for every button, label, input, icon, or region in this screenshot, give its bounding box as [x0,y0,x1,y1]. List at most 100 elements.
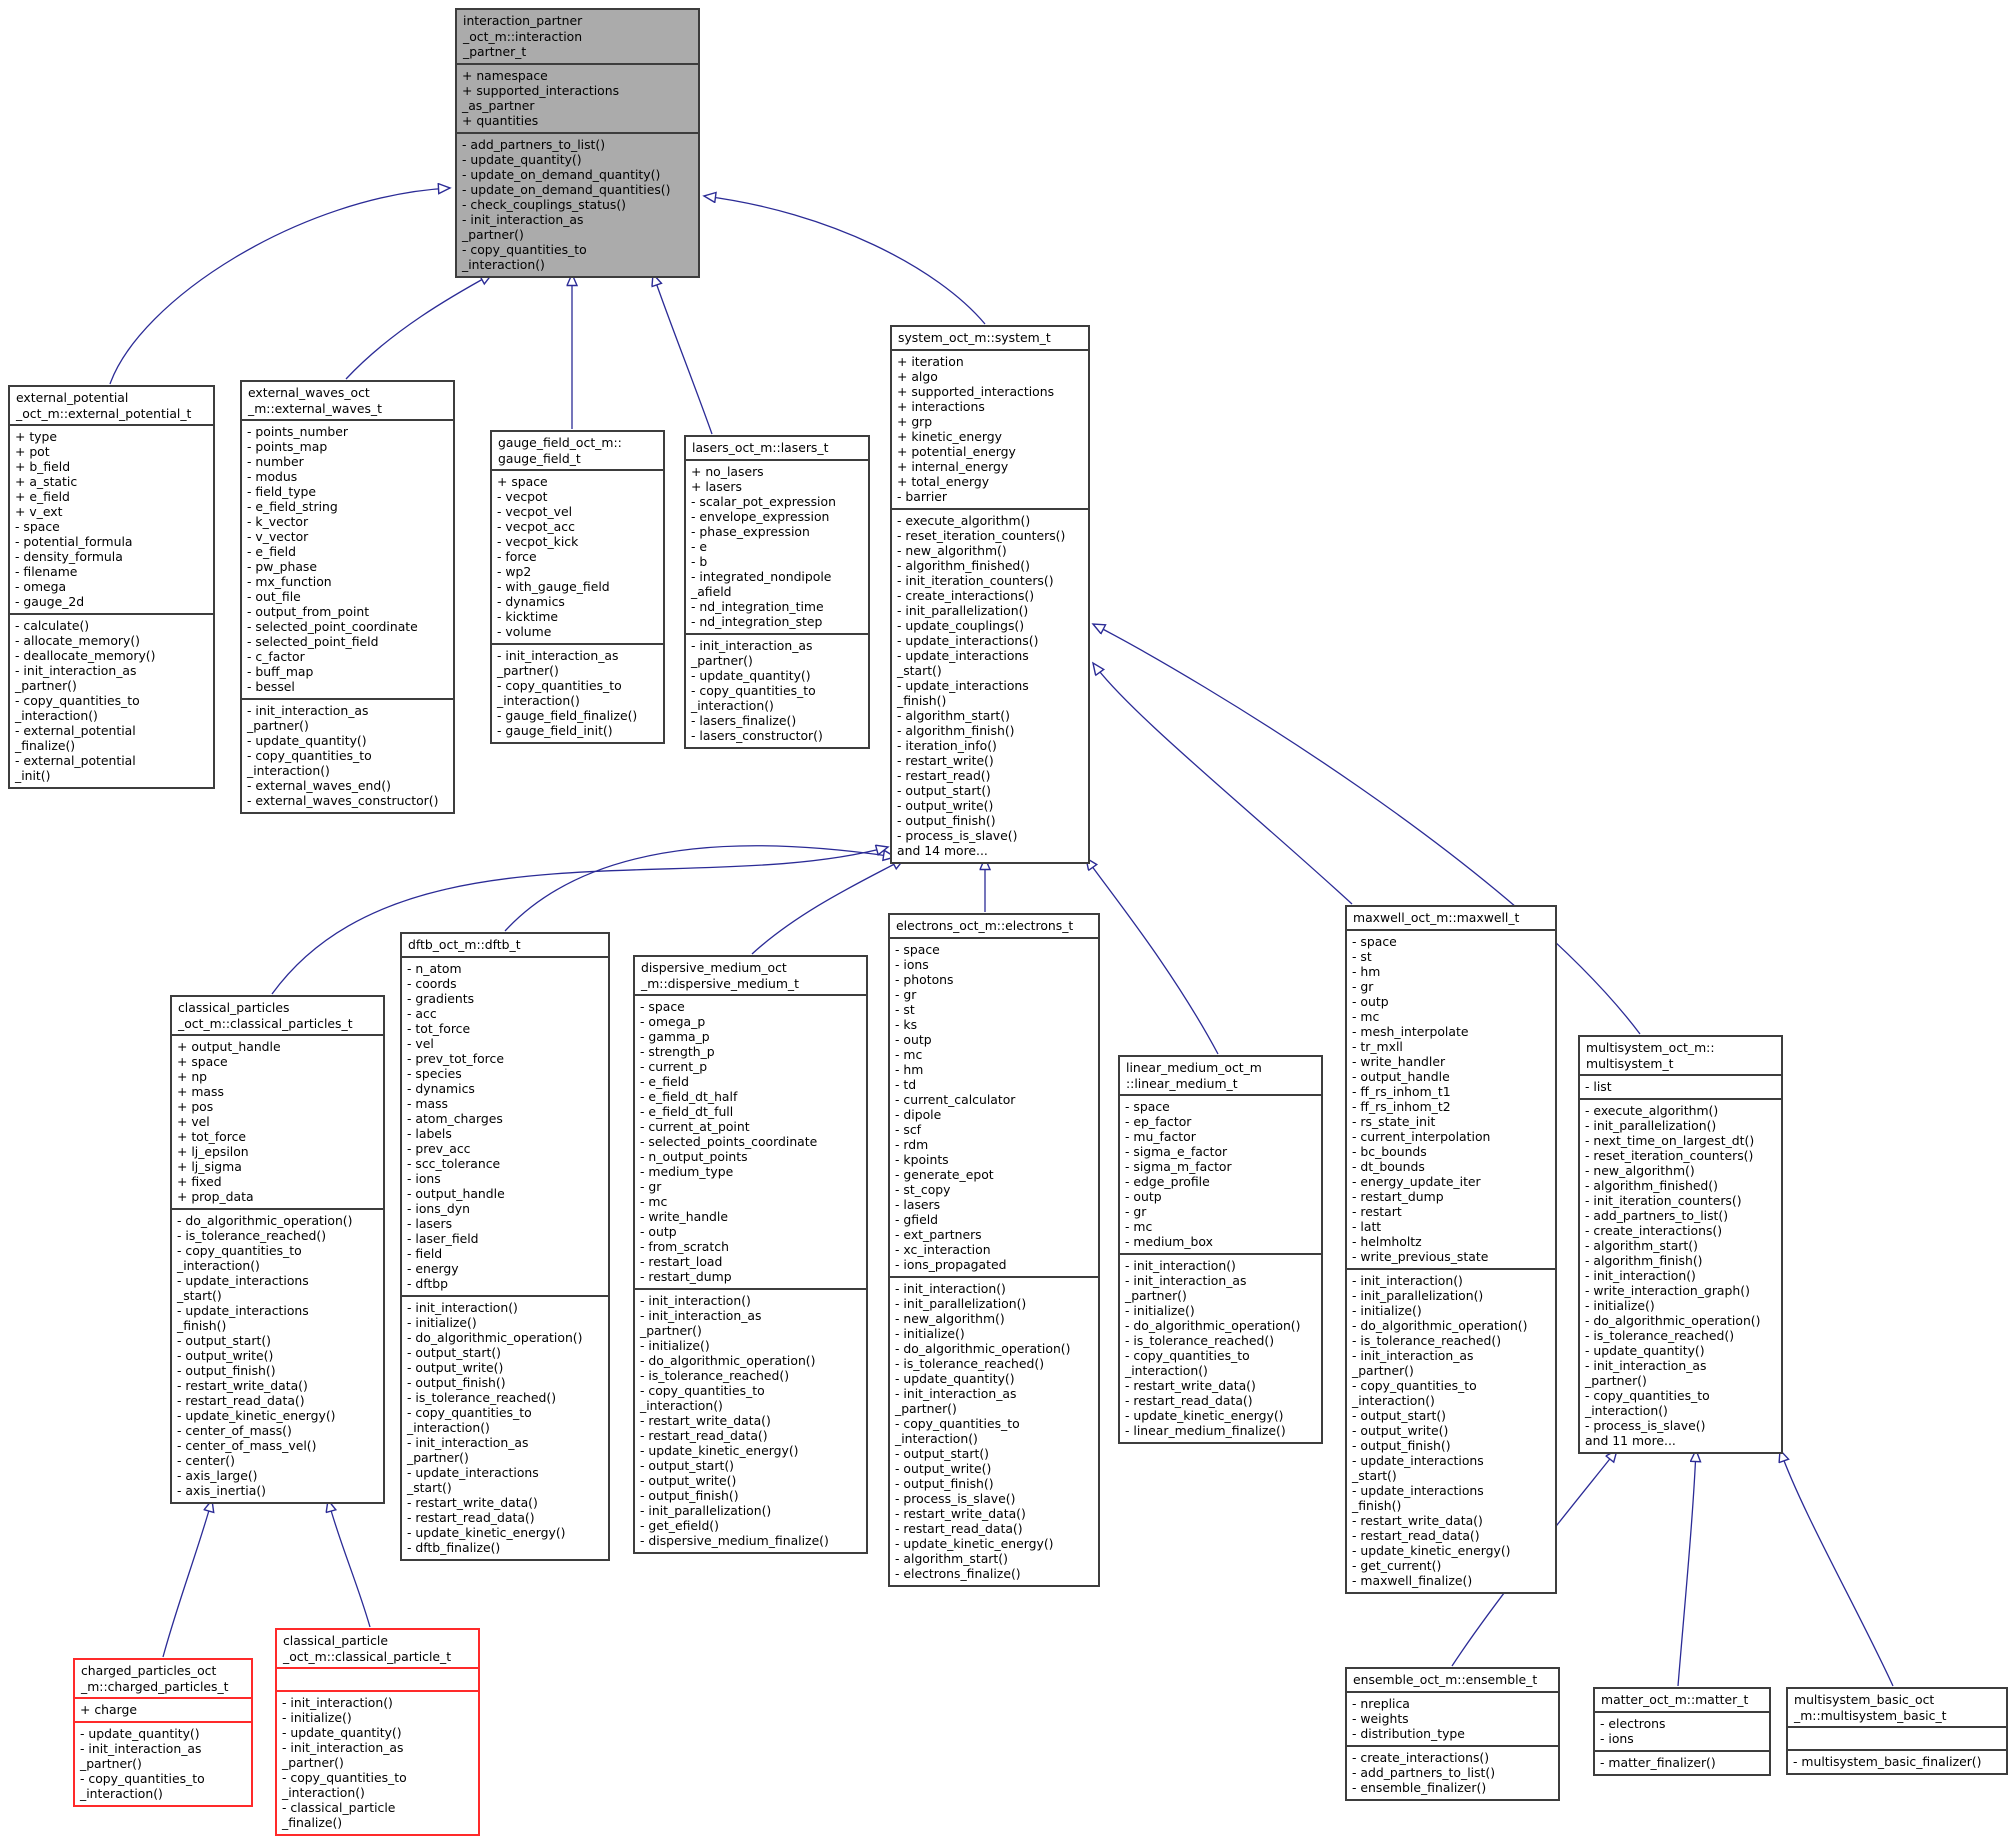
attribute-line: - vecpot [497,489,548,504]
class-box-external_potential_t[interactable]: external_potential_oct_m::external_poten… [8,385,215,789]
method-line: - gauge_field_finalize() [497,708,638,723]
attribute-line: + output_handle [177,1039,281,1054]
method-line: - init_iteration_counters() [897,572,1054,588]
attribute-line: - acc [407,1005,437,1021]
attribute-line: + mass [177,1084,224,1099]
method-line: - copy_quantities_to [640,1383,765,1398]
method-line: _partner() [15,678,77,693]
method-line: - copy_quantities_to [177,1243,302,1258]
inheritance-edge-external_potential_t-to-interaction_partner_t [109,188,450,385]
attribute-line: - st_copy [895,1181,951,1197]
class-box-dftb_t[interactable]: dftb_oct_m::dftb_t- n_atom- coords- grad… [400,932,610,1561]
attribute-line: - mc [1125,1219,1153,1234]
method-line: - init_parallelization() [640,1503,772,1518]
class-box-external_waves_t[interactable]: external_waves_oct_m::external_waves_t- … [240,380,455,814]
attribute-line: - vecpot_vel [497,504,573,519]
method-line: _finish() [897,692,947,708]
method-line: - update_on_demand_quantities() [462,181,671,197]
method-line: - electrons_finalize() [895,1565,1021,1581]
attribute-line: - mass [407,1095,448,1111]
inheritance-edge-system_t-to-interaction_partner_t [704,196,986,325]
method-line: - is_tolerance_reached() [640,1368,790,1383]
class-attributes-multisystem_basic_t [1788,1726,2006,1749]
class-title-line: gauge_field_t [498,450,581,466]
method-line: - initialize() [640,1338,710,1353]
attribute-line: - ions_propagated [895,1256,1007,1272]
method-line: - update_kinetic_energy() [407,1524,566,1540]
class-box-maxwell_t[interactable]: maxwell_oct_m::maxwell_t- space- st- hm-… [1345,905,1557,1594]
class-box-lasers_t[interactable]: lasers_oct_m::lasers_t+ no_lasers+ laser… [684,435,870,749]
method-line: - update_quantity() [462,151,582,167]
attribute-line: - space [1125,1099,1170,1114]
method-line: - algorithm_start() [1585,1238,1698,1253]
class-attributes-ensemble_t: - nreplica- weights- distribution_type [1347,1690,1558,1745]
class-box-multisystem_t[interactable]: multisystem_oct_m::multisystem_t- list- … [1578,1035,1783,1454]
inheritance-edge-multisystem_t-to-system_t [1093,624,1641,1035]
class-title-line: ::linear_medium_t [1126,1075,1238,1091]
method-line: - center() [177,1453,235,1468]
attribute-line: + lj_epsilon [177,1144,249,1159]
method-line: - algorithm_start() [897,707,1010,723]
attribute-line: - gamma_p [640,1029,710,1044]
attribute-line: - density_formula [15,549,123,564]
attribute-line: + kinetic_energy [897,428,1002,444]
method-line: _interaction() [640,1398,723,1413]
attribute-line: - bc_bounds [1352,1143,1427,1159]
class-box-linear_medium_t[interactable]: linear_medium_oct_m::linear_medium_t- sp… [1118,1055,1323,1444]
class-box-multisystem_basic_t[interactable]: multisystem_basic_oct_m::multisystem_bas… [1786,1687,2008,1775]
method-line: - gauge_field_init() [497,723,613,738]
method-line: - get_current() [1352,1557,1442,1573]
attribute-line: - distribution_type [1352,1725,1465,1741]
class-attributes-system_t: + iteration+ algo+ supported_interaction… [892,348,1088,508]
method-line: - copy_quantities_to [15,693,140,708]
class-box-system_t[interactable]: system_oct_m::system_t+ iteration+ algo+… [890,325,1090,864]
class-methods-classical_particles_t: - do_algorithmic_operation()- is_toleran… [172,1208,383,1502]
attribute-line: - mu_factor [1125,1129,1196,1144]
attribute-line: - e_field_string [247,499,338,514]
method-line: _interaction() [691,697,774,713]
class-title-line: multisystem_basic_oct [1794,1692,1935,1707]
attribute-line: - ff_rs_inhom_t2 [1352,1098,1451,1114]
class-box-electrons_t[interactable]: electrons_oct_m::electrons_t- space- ion… [888,913,1100,1587]
class-title-dispersive_medium_t: dispersive_medium_oct_m::dispersive_medi… [635,957,866,994]
attribute-line: - mc [1352,1008,1380,1024]
method-line: - do_algorithmic_operation() [407,1329,583,1345]
class-box-charged_particles_t[interactable]: charged_particles_oct_m::charged_particl… [73,1658,253,1807]
method-line: - do_algorithmic_operation() [1125,1318,1301,1333]
class-box-matter_t[interactable]: matter_oct_m::matter_t- electrons- ions-… [1593,1687,1771,1776]
class-title-lasers_t: lasers_oct_m::lasers_t [686,437,868,459]
attribute-line: + vel [177,1114,210,1129]
method-line: - restart_write_data() [1125,1378,1256,1393]
class-box-dispersive_medium_t[interactable]: dispersive_medium_oct_m::dispersive_medi… [633,955,868,1554]
class-title-line: _m::external_waves_t [248,400,382,416]
attribute-line: - latt [1352,1218,1382,1234]
method-line: - linear_medium_finalize() [1125,1423,1286,1438]
class-box-ensemble_t[interactable]: ensemble_oct_m::ensemble_t- nreplica- we… [1345,1667,1560,1801]
class-box-classical_particle_t[interactable]: classical_particle_oct_m::classical_part… [275,1628,480,1836]
attribute-line: + a_static [15,474,78,489]
method-line: - process_is_slave() [897,827,1018,843]
class-box-gauge_field_t[interactable]: gauge_field_oct_m::gauge_field_t+ space-… [490,430,665,744]
method-line: - init_parallelization() [897,602,1029,618]
class-box-classical_particles_t[interactable]: classical_particles_oct_m::classical_par… [170,995,385,1504]
class-methods-charged_particles_t: - update_quantity()- init_interaction_as… [75,1721,251,1805]
attribute-line: - space [15,519,60,534]
method-line: - update_kinetic_energy() [640,1443,799,1458]
attribute-line: - pw_phase [247,559,317,574]
attribute-line: - photons [895,971,954,987]
class-methods-gauge_field_t: - init_interaction_as_partner()- copy_qu… [492,643,663,742]
class-box-interaction_partner_t[interactable]: interaction_partner_oct_m::interaction_p… [455,8,700,278]
class-attributes-dispersive_medium_t: - space- omega_p- gamma_p- strength_p- c… [635,994,866,1288]
attribute-line: - space [1352,933,1397,949]
method-line: - output_start() [895,1445,990,1461]
method-line: _interaction() [15,708,98,723]
method-line: - init_parallelization() [895,1295,1027,1311]
attribute-line: + grp [897,413,933,429]
attribute-line: - b [691,553,708,569]
attribute-line: - sigma_m_factor [1125,1159,1232,1174]
attribute-line: - current_interpolation [1352,1128,1491,1144]
method-line: - calculate() [15,618,90,633]
method-line: - output_finish() [640,1488,739,1503]
method-line: - update_on_demand_quantity() [462,166,661,182]
class-title-line: matter_oct_m::matter_t [1601,1692,1749,1707]
